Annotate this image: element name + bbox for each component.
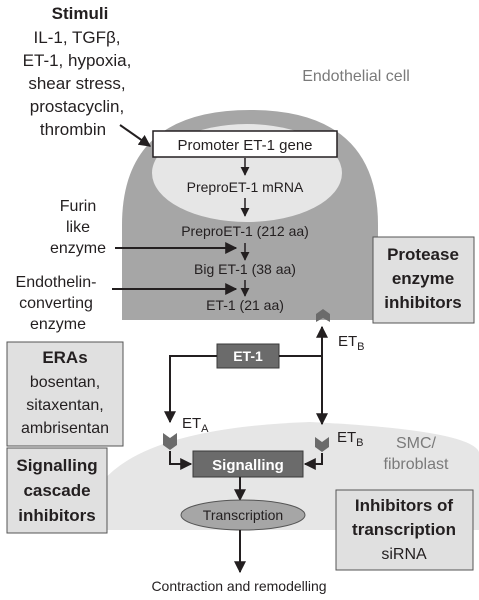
furin-label: enzyme	[50, 240, 106, 257]
promoter-box	[152, 130, 338, 158]
cascade-inhibitors-label: inhibitors	[18, 506, 95, 525]
era-drug: ambrisentan	[21, 420, 109, 437]
transcription-label: Transcription	[203, 507, 283, 523]
et1-to-eta-arrow	[164, 355, 217, 424]
signalling-label: Signalling	[212, 457, 284, 474]
protease-inhibitors-label: enzyme	[392, 269, 454, 288]
ece-enzyme: Endothelin- converting enzyme	[16, 274, 97, 333]
etb-receptor-endothelial	[316, 309, 330, 322]
ece-label: Endothelin-	[16, 274, 97, 291]
furin-enzyme: Furin like enzyme	[50, 198, 106, 257]
transcription-inhibitors-sub: siRNA	[381, 546, 427, 563]
ece-label: converting	[19, 295, 93, 312]
et1-box-label: ET-1	[233, 348, 263, 364]
era-drug: bosentan,	[30, 374, 100, 391]
signalling-box	[192, 450, 304, 478]
protease-inhibitors-box	[372, 236, 475, 324]
ece-label: enzyme	[30, 316, 86, 333]
stimulus-item: shear stress,	[28, 74, 125, 93]
etb-endothelial-label: ETB	[338, 333, 365, 353]
transcription-ellipse	[180, 499, 306, 531]
promoter-label: Promoter ET-1 gene	[177, 137, 312, 154]
etb-receptor-smc	[315, 437, 329, 452]
furin-label: like	[66, 219, 90, 236]
eta-label: ETA	[182, 415, 209, 435]
transcription-inhibitors-box	[335, 489, 474, 571]
stimuli-arrow	[119, 124, 151, 147]
preproet1-label: PreproET-1 (212 aa)	[181, 223, 309, 239]
smc-label: fibroblast	[384, 456, 449, 473]
etb-to-signalling-arrow	[303, 453, 323, 470]
protease-inhibitors-label: Protease	[387, 245, 459, 264]
eta-receptor	[163, 433, 177, 450]
etb-smc-label: ETB	[337, 429, 364, 449]
stimulus-item: IL-1, TGFβ,	[34, 28, 121, 47]
transcription-inhibitors-label: Inhibitors of	[355, 496, 454, 515]
stimuli-list: IL-1, TGFβ, ET-1, hypoxia, shear stress,…	[23, 28, 132, 139]
furin-label: Furin	[60, 198, 96, 215]
transcription-inhibitors-label: transcription	[352, 520, 456, 539]
eta-to-signalling-arrow	[169, 451, 193, 470]
stimulus-item: thrombin	[40, 120, 106, 139]
era-drug: sitaxentan,	[26, 397, 103, 414]
stimulus-item: prostacyclin,	[30, 97, 124, 116]
et1-peptide-label: ET-1 (21 aa)	[206, 297, 284, 313]
cascade-inhibitors-label: cascade	[23, 481, 90, 500]
outcome-label: Contraction and remodelling	[151, 578, 326, 594]
cascade-inhibitors-box	[6, 447, 108, 534]
eras-title: ERAs	[42, 348, 87, 367]
mrna-label: PreproET-1 mRNA	[187, 179, 304, 195]
stimuli-title: Stimuli	[52, 4, 109, 23]
cascade-inhibitors-label: Signalling	[16, 456, 97, 475]
stimulus-item: ET-1, hypoxia,	[23, 51, 132, 70]
smc-label: SMC/	[396, 435, 437, 452]
big-et1-label: Big ET-1 (38 aa)	[194, 261, 296, 277]
eras-box	[6, 341, 124, 447]
protease-inhibitors-label: inhibitors	[384, 293, 461, 312]
endothelial-cell-label: Endothelial cell	[302, 68, 410, 85]
